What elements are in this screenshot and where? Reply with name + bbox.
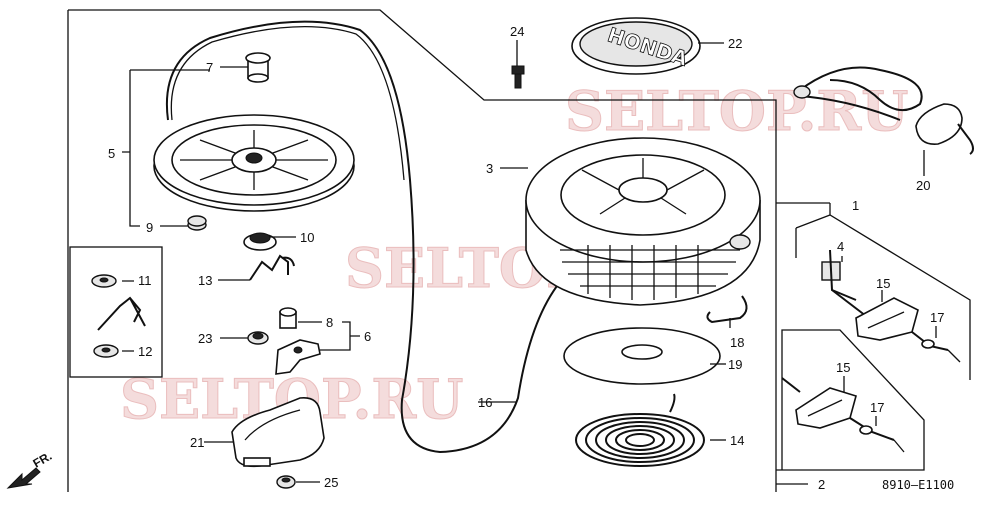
callout-7: 7	[206, 60, 213, 75]
ratchet-spring	[249, 254, 295, 281]
callout-17-upper: 17	[930, 310, 944, 325]
callout-10: 10	[300, 230, 314, 245]
callout-6: 6	[364, 329, 371, 344]
callout-5: 5	[108, 146, 115, 161]
frame-lines	[67, 9, 971, 492]
callout-3: 3	[486, 161, 493, 176]
starter-rope	[166, 20, 641, 454]
cable-stop	[821, 249, 857, 301]
callout-25: 25	[324, 475, 338, 490]
ratchet-pin	[279, 307, 297, 329]
spring-plate	[563, 327, 721, 385]
callout-9: 9	[146, 220, 153, 235]
callout-24: 24	[510, 24, 524, 39]
reel-pulley	[153, 114, 355, 212]
callout-1: 1	[852, 198, 859, 213]
grip-lower	[781, 377, 905, 453]
grip-upper	[831, 289, 961, 363]
ratchet-nut	[247, 331, 269, 345]
starter-case	[525, 137, 761, 306]
callout-13: 13	[198, 273, 212, 288]
callout-19: 19	[728, 357, 742, 372]
callout-20: 20	[916, 178, 930, 193]
callout-16: 16	[478, 395, 492, 410]
watermark-top: SELTOP.RU	[565, 79, 908, 143]
recoil-spring	[575, 393, 705, 467]
rope-with-grip	[793, 66, 974, 155]
inset-box-11-12	[69, 246, 163, 378]
rope-guide	[706, 295, 748, 324]
callout-22: 22	[728, 36, 742, 51]
ratchet-guide	[243, 232, 277, 251]
callout-8: 8	[326, 315, 333, 330]
emblem-bolt	[511, 65, 525, 89]
callout-11: 11	[138, 273, 152, 288]
callouts: 7 5 9 10 11 13 12 8 6 23 21 25 16 3 24 2…	[108, 24, 944, 492]
inset-parts	[91, 274, 146, 358]
collar	[245, 52, 271, 83]
callout-4: 4	[837, 239, 844, 254]
ratchet-cover	[231, 396, 325, 468]
leader-lines	[122, 40, 937, 483]
callout-17-lower: 17	[870, 400, 884, 415]
ratchet-arm	[275, 339, 321, 375]
callout-21: 21	[190, 435, 204, 450]
callout-18: 18	[730, 335, 744, 350]
callout-15-lower: 15	[836, 360, 850, 375]
callout-2: 2	[818, 477, 825, 492]
direction-label: FR.	[31, 449, 55, 471]
callout-15-upper: 15	[876, 276, 890, 291]
callout-12: 12	[138, 344, 152, 359]
diagram-code: 8910–E1100	[882, 478, 954, 492]
small-spring	[187, 215, 207, 231]
callout-23: 23	[198, 331, 212, 346]
front-direction-arrow: FR.	[6, 449, 55, 489]
honda-emblem: HONDA	[571, 17, 701, 75]
callout-14: 14	[730, 433, 744, 448]
cover-nut	[276, 475, 296, 489]
